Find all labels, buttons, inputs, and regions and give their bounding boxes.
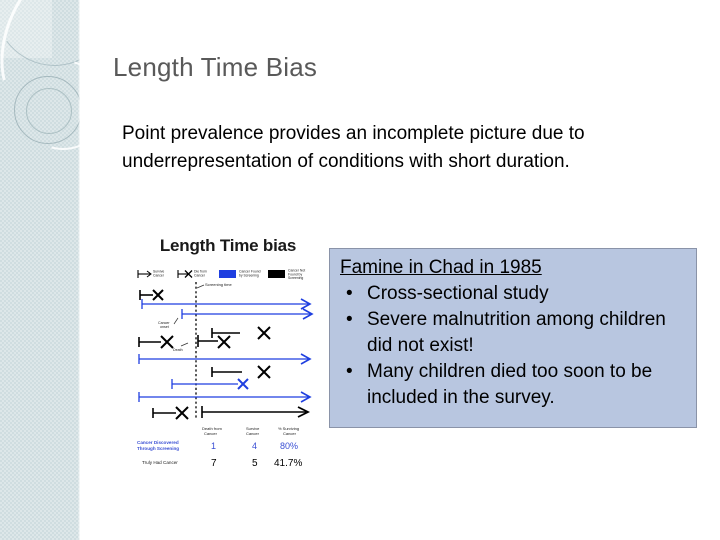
body-paragraph: Point prevalence provides an incomplete …	[122, 123, 585, 172]
svg-text:onset: onset	[160, 325, 169, 329]
svg-text:4: 4	[252, 441, 257, 451]
sidebar-circle-inner-icon	[26, 88, 72, 134]
callout-bullet-list: • Cross-sectional study • Severe malnutr…	[340, 281, 688, 411]
svg-text:by Screening: by Screening	[239, 274, 259, 278]
svg-text:Cancer Discovered: Cancer Discovered	[137, 440, 179, 445]
svg-text:% Surviving: % Surviving	[278, 426, 299, 431]
list-item: • Many children died too soon to be incl…	[340, 359, 688, 411]
bullet-icon: •	[346, 283, 353, 304]
list-item-label: Many children died too soon to be includ…	[367, 361, 653, 408]
svg-text:Cancer: Cancer	[158, 321, 170, 325]
svg-text:Death: Death	[173, 348, 183, 352]
svg-text:Die from: Die from	[194, 270, 207, 274]
svg-text:Cancer Found: Cancer Found	[239, 270, 261, 274]
bullet-icon: •	[346, 309, 353, 330]
svg-text:Screening: Screening	[288, 276, 303, 280]
svg-text:1: 1	[211, 441, 216, 451]
list-item: • Severe malnutrition among children did…	[340, 307, 688, 359]
callout-heading: Famine in Chad in 1985	[340, 257, 542, 278]
svg-text:Survive: Survive	[153, 270, 164, 274]
svg-text:Survive: Survive	[246, 426, 260, 431]
svg-text:Cancer: Cancer	[246, 431, 260, 436]
decorative-sidebar	[0, 0, 80, 540]
callout-content: Famine in Chad in 1985 • Cross-sectional…	[340, 255, 688, 411]
svg-text:5: 5	[252, 458, 258, 469]
sidebar-edge	[78, 0, 80, 540]
svg-text:Cancer: Cancer	[204, 431, 218, 436]
svg-text:41.7%: 41.7%	[274, 458, 302, 469]
sidebar-top-tint	[0, 0, 52, 58]
famine-callout-box: Famine in Chad in 1985 • Cross-sectional…	[329, 248, 697, 428]
svg-text:Truly Had Cancer: Truly Had Cancer	[142, 460, 178, 465]
svg-text:80%: 80%	[280, 441, 298, 451]
sidebar-circle-outer-icon	[14, 76, 80, 144]
list-item: • Cross-sectional study	[340, 281, 688, 307]
svg-text:Cancer: Cancer	[194, 274, 206, 278]
svg-text:Cancer Not: Cancer Not	[288, 269, 305, 273]
diagram-title: Length Time bias	[159, 236, 297, 255]
svg-text:7: 7	[211, 458, 217, 469]
bullet-icon: •	[346, 361, 353, 382]
list-item-label: Severe malnutrition among children did n…	[367, 309, 666, 356]
svg-text:Found by: Found by	[288, 272, 302, 276]
svg-text:Through Screening: Through Screening	[137, 446, 179, 451]
list-item-label: Cross-sectional study	[367, 283, 549, 304]
svg-text:Death from: Death from	[202, 426, 222, 431]
svg-text:Screening time: Screening time	[205, 282, 232, 287]
svg-text:Cancer: Cancer	[283, 431, 297, 436]
svg-text:Cancer: Cancer	[153, 274, 165, 278]
page-title: Length Time Bias	[113, 52, 318, 82]
